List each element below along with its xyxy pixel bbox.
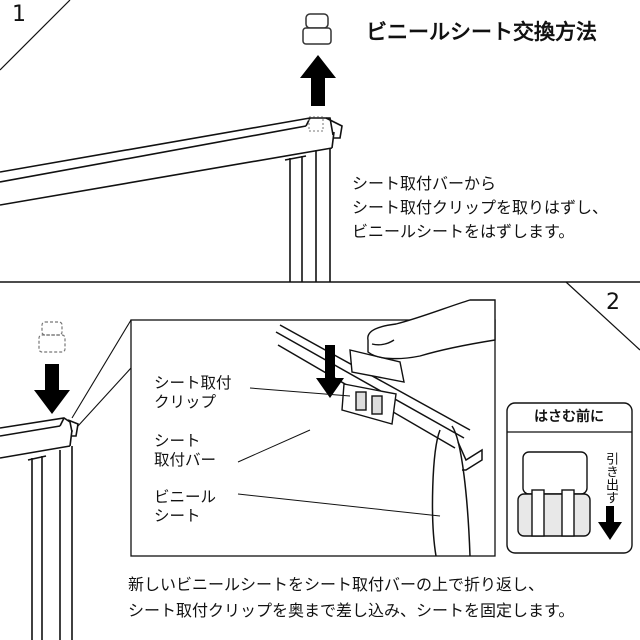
page-title: ビニールシート交換方法 <box>366 20 597 44</box>
step-1-description: シート取付バーから シート取付クリップを取りはずし、 ビニールシートをはずします… <box>352 174 609 241</box>
step-1-number: 1 <box>12 2 26 27</box>
leader-lines <box>237 387 441 517</box>
label-bar: シート 取付バー <box>154 432 217 469</box>
inset-title: はさむ前に <box>534 409 604 425</box>
pull-down-arrow-icon <box>598 506 622 540</box>
detail-frame <box>130 319 496 557</box>
label-sheet: ビニール シート <box>154 488 217 525</box>
inset-pull-text: 引き出す <box>603 452 618 504</box>
up-arrow-icon <box>300 55 336 106</box>
finger-icon <box>367 299 496 360</box>
zoom-line-top <box>71 319 132 419</box>
clip-dashed-icon <box>38 321 66 353</box>
step2-corner-line <box>565 281 640 351</box>
step-2-description: 新しいビニールシートをシート取付バーの上で折り返し、 シート取付クリップを奥まで… <box>128 575 575 620</box>
bar-illustration-1 <box>0 117 343 282</box>
inset-clip-icon <box>517 451 591 537</box>
down-arrow-icon <box>34 364 70 414</box>
bar-illustration-2 <box>0 417 79 640</box>
clip-icon <box>302 13 332 45</box>
clip-outline-dashed <box>308 116 324 132</box>
zoom-line-bottom <box>77 367 132 427</box>
detail-sheet <box>431 425 483 557</box>
step1-corner-line <box>0 0 71 71</box>
label-clip: シート取付 クリップ <box>154 374 232 411</box>
step-2-number: 2 <box>606 290 620 315</box>
detail-down-arrow-icon <box>316 345 344 398</box>
